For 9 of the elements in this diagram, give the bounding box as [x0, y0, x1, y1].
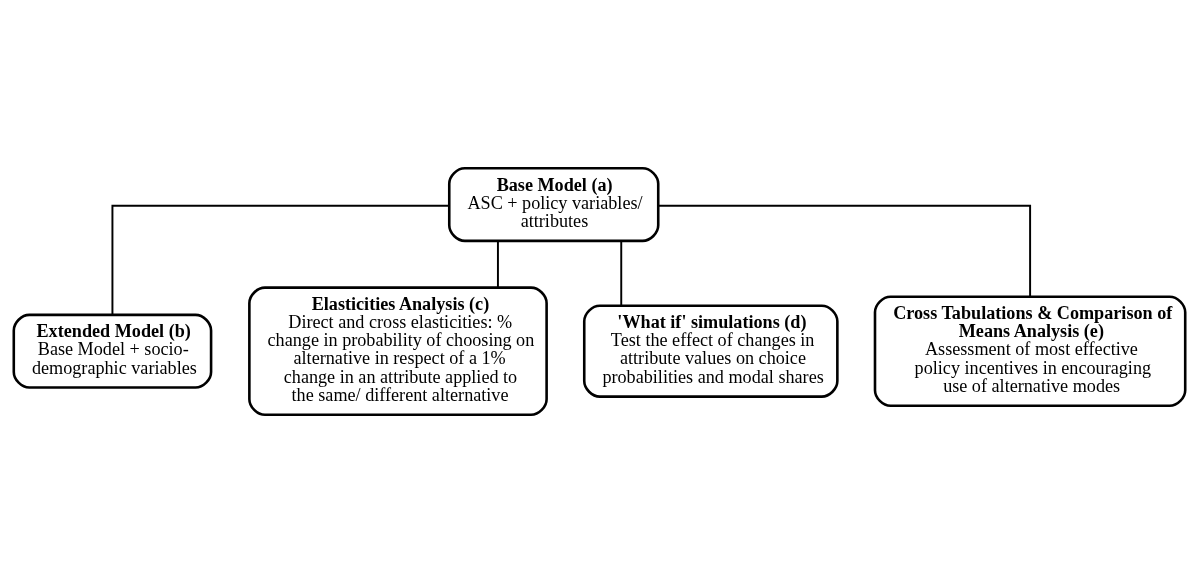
connector	[111, 204, 451, 316]
connector	[496, 240, 499, 289]
node-box: Cross Tabulations & Comparison of Means Analysis (e) Assessment of most effective policy incentives in encouraging use of alternative modes	[873, 295, 1187, 408]
connector	[620, 240, 623, 307]
node-box: Extended Model (b) Base Model + socio-demographic variables	[12, 313, 213, 389]
node-box: Elasticities Analysis (c) Direct and cross elasticities: % change in probability of choosing on alternative in respect of a 1% change in an attribute applied to the same/ different alternative	[248, 286, 548, 417]
node-box: 'What if' simulations (d) Test the effect of changes in attribute values on choice probabilities and modal shares	[582, 304, 839, 398]
connector	[657, 204, 1032, 298]
node-box: Base Model (a) ASC + policy variables/ attributes	[447, 166, 660, 243]
